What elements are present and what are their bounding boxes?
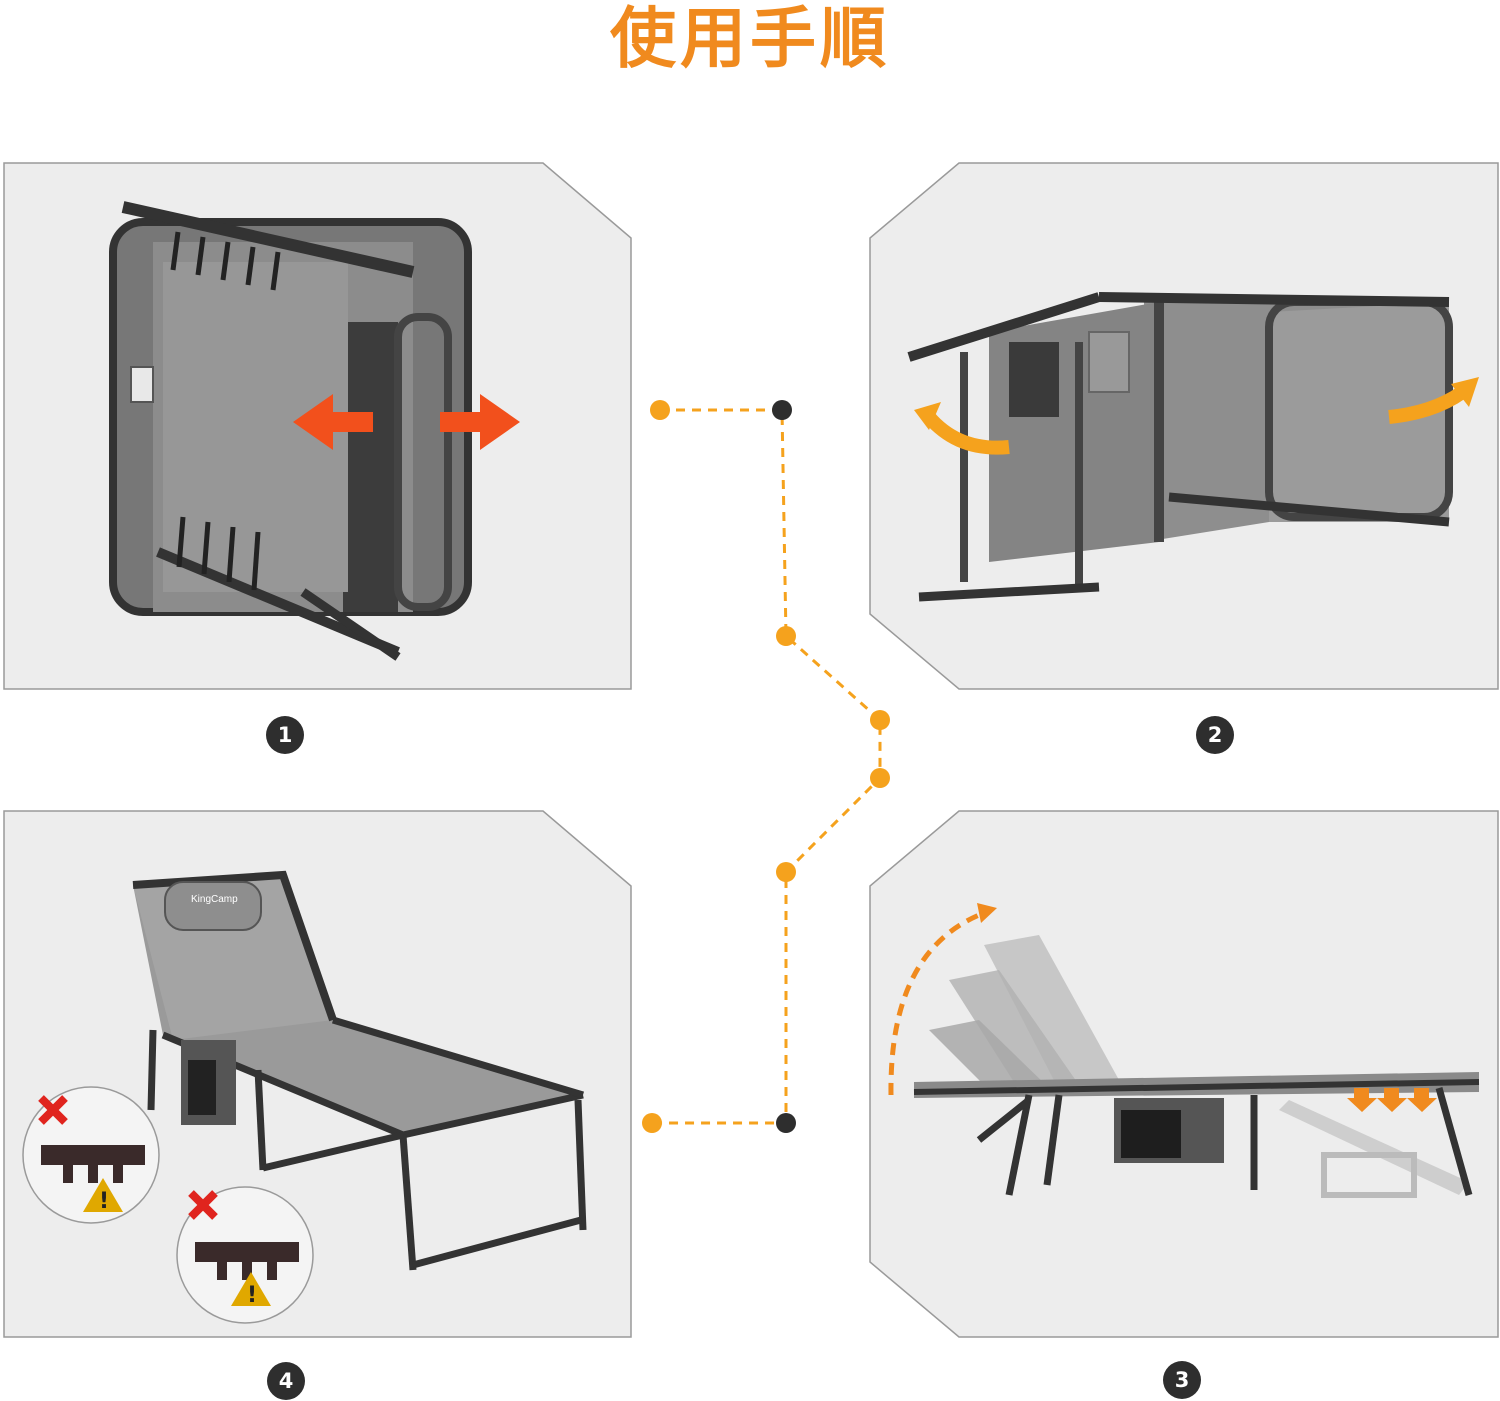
folded-chair-icon [109, 201, 472, 661]
unfold-arrows-icon [293, 394, 520, 450]
press-down-arrows-icon [1347, 1088, 1437, 1112]
page-title: 使用手順 [610, 0, 890, 77]
svg-text:!: ! [247, 1283, 257, 1308]
step-2-panel: 2 [869, 162, 1499, 754]
step-number-1: 1 [266, 716, 304, 754]
warning-detail-2: ! [176, 1186, 314, 1324]
step-2-image [869, 162, 1499, 690]
lounge-chair-icon: KingCamp [132, 870, 587, 1271]
step-3-panel: 3 [869, 810, 1499, 1399]
warning-detail-1: ! [22, 1086, 160, 1224]
step-4-panel: KingCamp [3, 810, 633, 1400]
recline-arrow-icon [888, 910, 985, 1096]
reclining-chair-icon [913, 935, 1480, 1198]
step-number-2: 2 [1196, 716, 1234, 754]
step-number-3: 3 [1163, 1361, 1201, 1399]
brand-logo: KingCamp [191, 894, 238, 905]
step-3-image [869, 810, 1499, 1338]
step-1-image [3, 162, 632, 690]
step-number-4: 4 [267, 1362, 305, 1400]
opening-chair-icon [907, 292, 1453, 602]
svg-text:!: ! [99, 1189, 109, 1214]
step-4-image: KingCamp [3, 810, 632, 1338]
step-1-panel: 1 [3, 162, 633, 754]
